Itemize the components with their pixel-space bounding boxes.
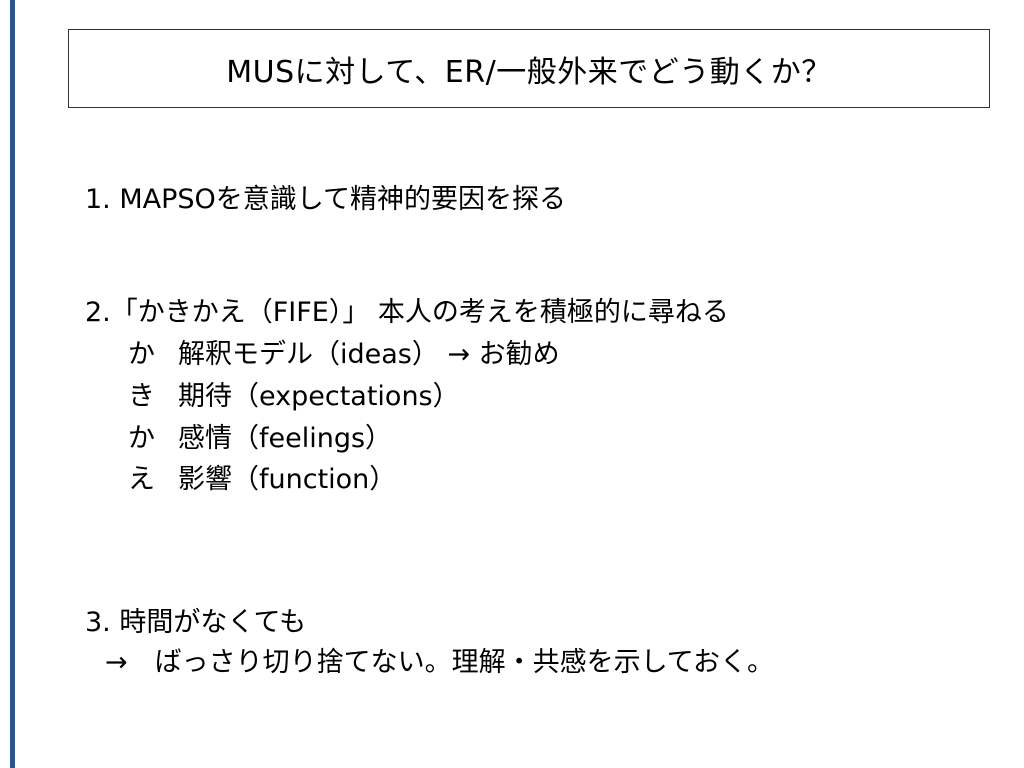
item-3: 3. 時間がなくても <box>85 607 307 638</box>
item-2-sub-3: か感情（feelings） <box>128 421 392 457</box>
slide-title: MUSに対して、ER/一般外来でどう動くか？ <box>226 54 832 90</box>
sub-kana: き <box>128 381 155 412</box>
sub-text: 感情（feelings） <box>178 423 393 454</box>
slide-accent-bar <box>10 0 15 768</box>
item-2-sub-2: き期待（expectations） <box>128 379 460 415</box>
item-2: 2.「かきかえ（FIFE）」 本人の考えを積極的に尋ねる <box>85 297 729 328</box>
slide-title-box: MUSに対して、ER/一般外来でどう動くか？ <box>68 29 990 108</box>
item-2-sub-1: か解釈モデル（ideas） → お勧め <box>128 337 560 373</box>
item-2-sub-4: え影響（function） <box>128 462 396 498</box>
item-1: 1. MAPSOを意識して精神的要因を探る <box>85 184 566 215</box>
sub-text: 解釈モデル（ideas） → お勧め <box>178 339 560 370</box>
sub-kana: か <box>128 423 155 454</box>
item-3-followup: → ばっさり切り捨てない。理解・共感を示しておく。 <box>105 647 775 678</box>
sub-kana: か <box>128 339 155 370</box>
sub-text: 影響（function） <box>178 464 397 495</box>
sub-kana: え <box>128 464 155 495</box>
sub-text: 期待（expectations） <box>178 381 460 412</box>
